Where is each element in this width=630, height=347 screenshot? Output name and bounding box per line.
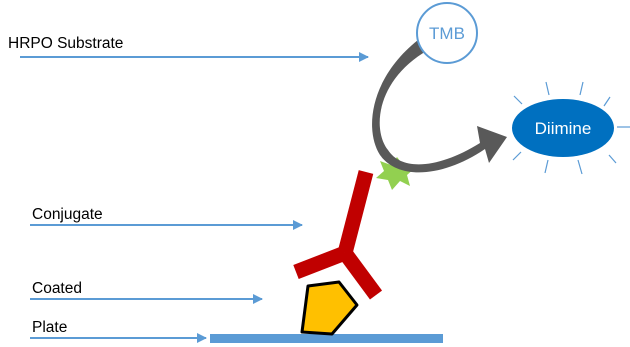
plate-bar	[210, 334, 443, 343]
enzyme-star	[376, 157, 415, 190]
reaction-arrow	[372, 40, 507, 173]
label-conjugate: Conjugate	[32, 206, 103, 223]
diimine-node: Diimine	[512, 81, 630, 175]
antibody-conjugate	[293, 170, 383, 300]
label-plate: Plate	[32, 319, 67, 336]
tmb-node: TMB	[416, 2, 478, 64]
diimine-rays	[512, 81, 630, 175]
antigen-pentagon	[300, 280, 359, 336]
diimine-label: Diimine	[535, 119, 592, 138]
tmb-label: TMB	[429, 24, 465, 43]
label-coated: Coated	[32, 280, 82, 297]
label-hrpo-substrate: HRPO Substrate	[8, 35, 123, 52]
